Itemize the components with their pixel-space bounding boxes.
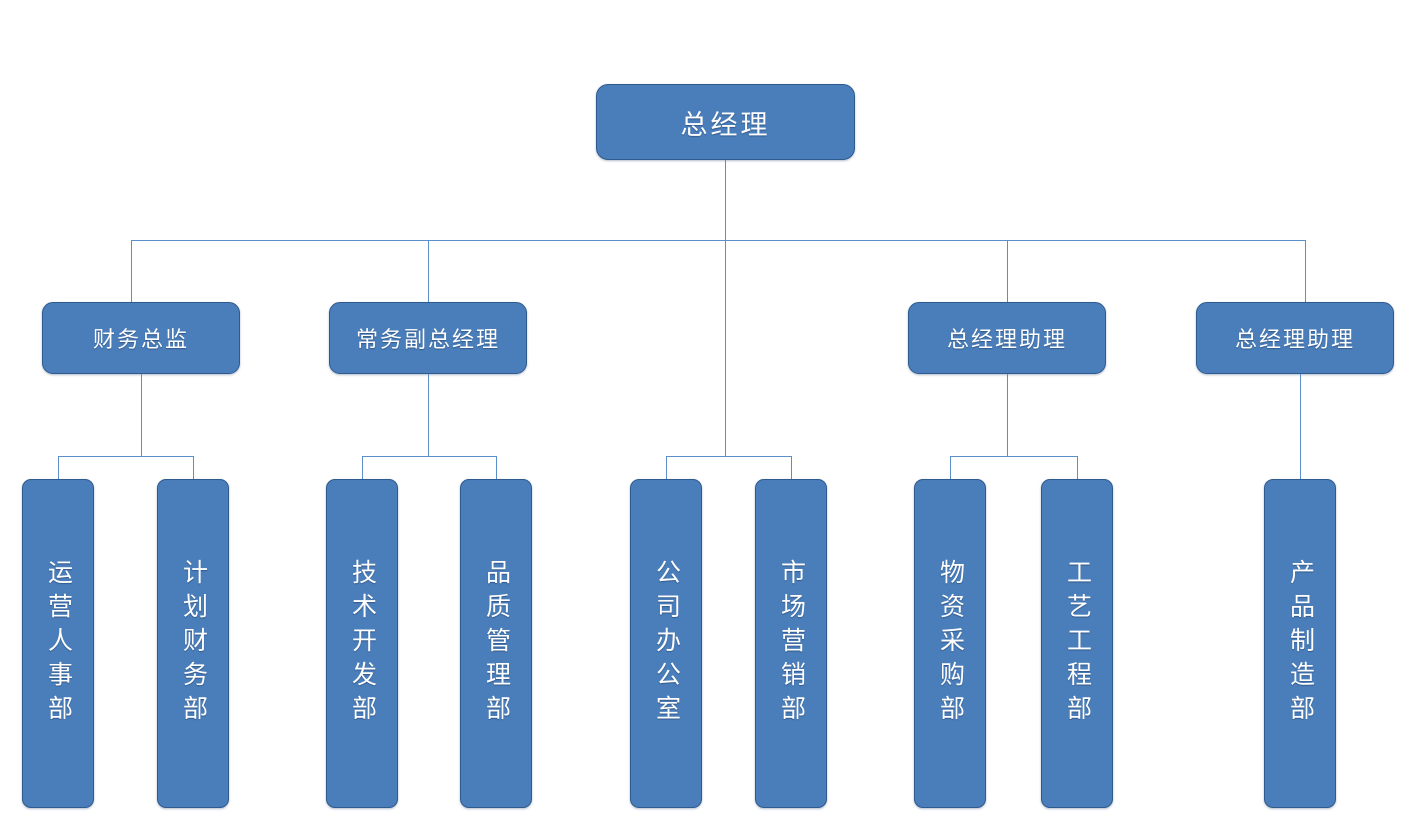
node-procurement[interactable]: 物资采购部 [914, 479, 986, 808]
connector-drop-company-office [666, 456, 667, 479]
connector-assistant-2-stem [1300, 374, 1301, 479]
connector-deputy-gm-bus [362, 456, 496, 457]
connector-drop-cfo [131, 240, 132, 302]
connector-drop-procurement [950, 456, 951, 479]
node-tech-dev[interactable]: 技术开发部 [326, 479, 398, 808]
connector-drop-process-eng [1077, 456, 1078, 479]
node-label: 市场营销部 [777, 558, 805, 729]
node-label: 公司办公室 [652, 558, 680, 729]
node-deputy-gm[interactable]: 常务副总经理 [329, 302, 527, 374]
node-label: 物资采购部 [936, 558, 964, 729]
node-label: 常务副总经理 [355, 327, 500, 352]
connector-drop-marketing [791, 456, 792, 479]
node-label: 运营人事部 [44, 558, 72, 729]
node-label: 品质管理部 [482, 558, 510, 729]
connector-drop-tech-dev [362, 456, 363, 479]
node-marketing[interactable]: 市场营销部 [755, 479, 827, 808]
connector-drop-quality-mgmt [496, 456, 497, 479]
node-ops-hr[interactable]: 运营人事部 [22, 479, 94, 808]
node-label: 总经理助理 [1234, 327, 1355, 352]
connector-drop-assistant-2 [1305, 240, 1306, 302]
node-label: 计划财务部 [179, 558, 207, 729]
node-label: 技术开发部 [348, 558, 376, 729]
node-general-manager[interactable]: 总经理 [596, 84, 855, 160]
connector-assistant-1-bus [950, 456, 1077, 457]
node-assistant-2[interactable]: 总经理助理 [1196, 302, 1394, 374]
connector-cfo-bus [58, 456, 194, 457]
connector-drop-plan-finance [193, 456, 194, 479]
connector-drop-assistant-1 [1007, 240, 1008, 302]
node-label: 产品制造部 [1286, 558, 1314, 729]
node-process-eng[interactable]: 工艺工程部 [1041, 479, 1113, 808]
node-company-office[interactable]: 公司办公室 [630, 479, 702, 808]
node-assistant-1[interactable]: 总经理助理 [908, 302, 1106, 374]
node-cfo[interactable]: 财务总监 [42, 302, 240, 374]
node-label: 财务总监 [92, 327, 189, 352]
node-manufacturing[interactable]: 产品制造部 [1264, 479, 1336, 808]
connector-root-stem [725, 160, 726, 456]
node-label: 总经理 [680, 109, 771, 140]
connector-deputy-gm-stem [428, 374, 429, 456]
node-plan-finance[interactable]: 计划财务部 [157, 479, 229, 808]
node-label: 总经理助理 [946, 327, 1067, 352]
connector-drop-deputy-gm [428, 240, 429, 302]
connector-assistant-1-stem [1007, 374, 1008, 456]
connector-drop-ops-hr [58, 456, 59, 479]
node-quality-mgmt[interactable]: 品质管理部 [460, 479, 532, 808]
connector-root-child-bus [666, 456, 791, 457]
node-label: 工艺工程部 [1063, 558, 1091, 729]
connector-cfo-stem [141, 374, 142, 456]
connector-level2-bus [131, 240, 1306, 241]
